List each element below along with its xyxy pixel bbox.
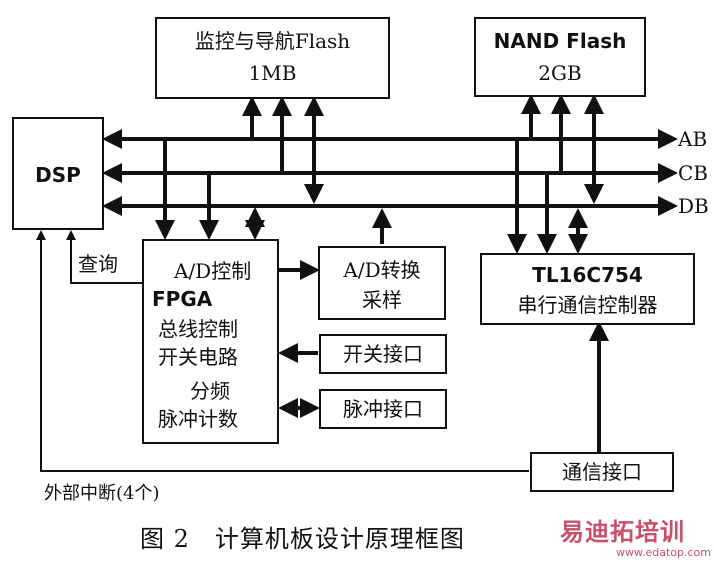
monitor-flash-box: 监控与导航Flash 1MB <box>155 17 390 99</box>
interrupt-line <box>36 230 529 472</box>
nand-flash-title: NAND Flash <box>493 29 627 53</box>
fpga-title: FPGA <box>152 287 213 311</box>
fpga-divider: 分频 <box>190 379 230 403</box>
ad-sample-sub: 采样 <box>362 288 402 312</box>
switch-port-label: 开关接口 <box>343 342 423 366</box>
ad-sample-box: A/D转换 采样 <box>318 246 446 320</box>
switch-port-box: 开关接口 <box>319 334 447 374</box>
dsp-box: DSP <box>12 117 104 230</box>
fpga-switch-circuit: 开关电路 <box>158 345 238 369</box>
monitor-flash-title: 监控与导航Flash <box>194 29 351 53</box>
dsp-label: DSP <box>35 163 81 187</box>
uart-desc: 串行通信控制器 <box>517 293 658 317</box>
cb-bus-label: CB <box>678 161 708 185</box>
monitor-flash-size: 1MB <box>248 61 297 85</box>
ab-bus-label: AB <box>678 127 708 151</box>
fpga-pulse-count: 脉冲计数 <box>158 407 238 431</box>
pulse-port-box: 脉冲接口 <box>319 389 447 429</box>
watermark-logo: 易迪拓培训 www.edatop.com <box>560 518 711 559</box>
query-line <box>66 230 142 284</box>
query-label: 查询 <box>78 252 118 276</box>
uart-box: TL16C754 串行通信控制器 <box>480 253 695 325</box>
figure-caption: 图 2 计算机板设计原理框图 <box>140 525 465 553</box>
nand-flash-box: NAND Flash 2GB <box>474 17 646 97</box>
fpga-bus-control: 总线控制 <box>158 317 238 341</box>
uart-chip: TL16C754 <box>532 263 643 287</box>
comm-port-label: 通信接口 <box>562 460 642 484</box>
comm-port-box: 通信接口 <box>530 452 674 492</box>
nand-flash-size: 2GB <box>538 61 582 85</box>
fpga-box: A/D控制 FPGA 总线控制 开关电路 分频 脉冲计数 <box>142 239 279 444</box>
watermark-text: 易迪拓培训 <box>560 518 685 546</box>
watermark-url: www.edatop.com <box>616 546 711 559</box>
pulse-port-label: 脉冲接口 <box>343 397 423 421</box>
db-bus-label: DB <box>678 194 709 218</box>
interrupt-label: 外部中断(4个) <box>44 483 160 504</box>
fpga-ad-control: A/D控制 <box>174 259 252 283</box>
ad-sample-title: A/D转换 <box>343 258 421 282</box>
